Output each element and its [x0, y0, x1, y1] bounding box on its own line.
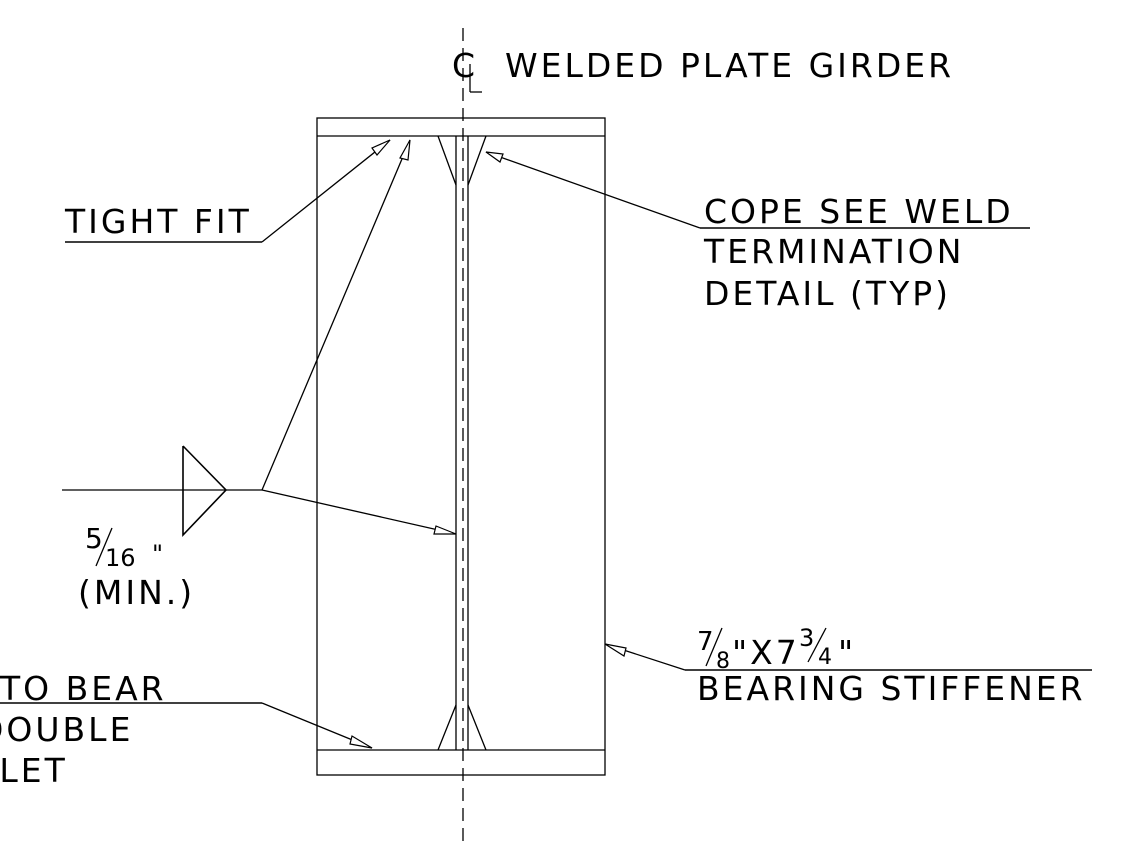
stiffener-arrowhead	[604, 643, 627, 657]
weld-min-label: (MIN.)	[78, 573, 195, 612]
weld-leader-web	[261, 489, 457, 535]
weld-symbol-callout: 5 16 " (MIN.)	[62, 139, 457, 612]
tight-fit-callout: TIGHT FIT	[64, 139, 391, 243]
weld-leader-top	[261, 139, 411, 491]
girder	[316, 28, 606, 845]
bottom-right-fillet	[467, 704, 487, 751]
girder-outline	[316, 117, 606, 776]
weld-size-unit: "	[152, 540, 163, 568]
weld-size-denominator: 16	[105, 544, 136, 572]
stiffener-width-bar	[807, 627, 827, 663]
stiffener-end-text: "	[838, 633, 856, 672]
tight-fit-leader	[261, 139, 391, 243]
bear-line-1: TO BEAR	[0, 669, 167, 708]
drawing-title: C WELDED PLATE GIRDER	[452, 46, 954, 93]
title-text: WELDED PLATE GIRDER	[505, 46, 954, 85]
weld-leader-web-arrowhead	[433, 525, 457, 535]
bottom-left-fillet	[437, 704, 457, 751]
cope-line-3: DETAIL (TYP)	[704, 274, 951, 313]
stiffener-mid-text: "X7	[732, 633, 800, 672]
top-left-fillet	[437, 135, 457, 186]
cope-leader	[485, 151, 701, 229]
fillet-weld-symbol	[182, 445, 228, 537]
top-right-fillet	[467, 135, 487, 186]
stiffener-thickness-bar	[705, 627, 723, 667]
weld-leader-top-arrowhead	[399, 139, 411, 161]
bearing-stiffener-callout: 7 8 "X7 3 4 " BEARING STIFFENER	[604, 624, 1092, 708]
stiffener-width-denominator: 4	[818, 645, 832, 670]
bear-callout: TO BEAR DOUBLE LLET	[0, 669, 373, 790]
centerline-symbol: C	[452, 46, 478, 85]
stiffener-thickness-denominator: 8	[716, 649, 730, 674]
cope-line-1: COPE SEE WELD	[704, 192, 1014, 231]
tight-fit-arrowhead	[371, 139, 391, 156]
bear-line-3: LLET	[0, 751, 68, 790]
weld-size-numerator: 5	[85, 522, 103, 555]
weld-size-fraction-bar	[95, 527, 113, 567]
cope-arrowhead	[485, 151, 504, 163]
cope-line-2: TERMINATION	[703, 232, 964, 271]
stiffener-thickness-numerator: 7	[697, 627, 714, 657]
bear-line-2: DOUBLE	[0, 710, 133, 749]
cope-callout: COPE SEE WELD TERMINATION DETAIL (TYP)	[485, 151, 1030, 313]
bear-arrowhead	[349, 735, 373, 749]
stiffener-line-2: BEARING STIFFENER	[697, 669, 1086, 708]
stiffener-width-numerator: 3	[799, 624, 814, 652]
tight-fit-label: TIGHT FIT	[64, 202, 252, 241]
